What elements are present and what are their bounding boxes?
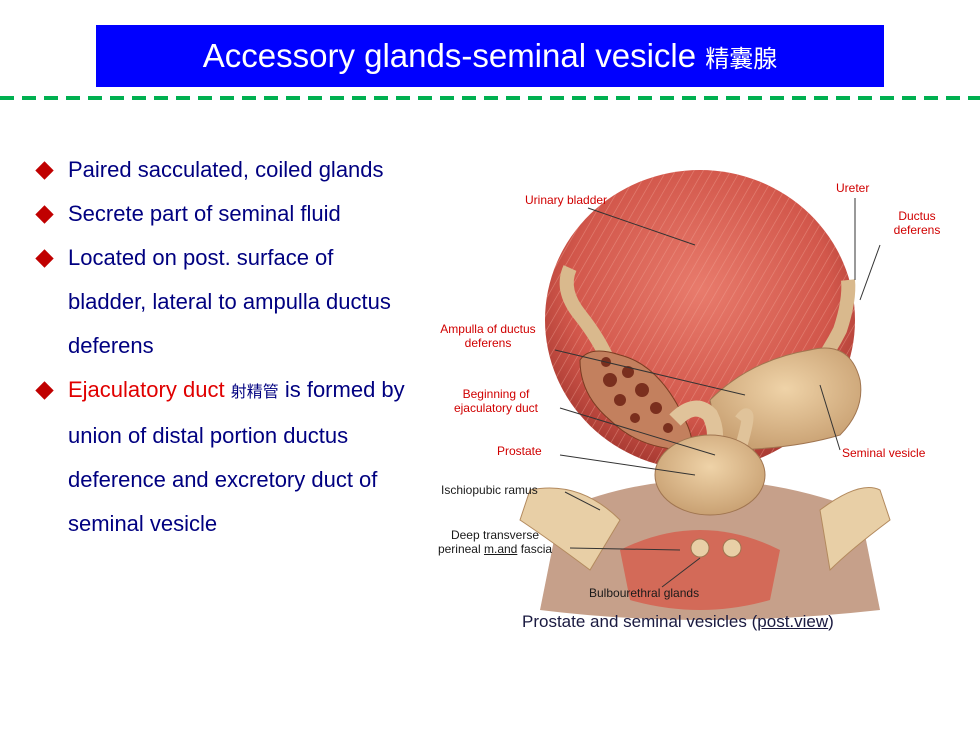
bulbourethral-gland-right-shape [722, 538, 742, 558]
label-bulbourethral-glands: Bulbourethral glands [589, 586, 699, 600]
bullet-item: Paired sacculated, coiled glands [35, 148, 416, 192]
label-prostate: Prostate [497, 444, 542, 458]
label-link-text: m.and [483, 542, 518, 556]
label-text: Prostate [497, 444, 542, 458]
diamond-bullet-icon [35, 205, 54, 224]
anatomy-illustration [519, 170, 891, 620]
highlight-term: Ejaculatory [68, 377, 177, 402]
label-seminal-vesicle: Seminal vesicle [842, 446, 925, 460]
ureter-left-shape [559, 265, 617, 368]
caption-text: ) [828, 612, 834, 631]
bullet-item: Located on post. surface of bladder, lat… [35, 236, 416, 368]
diamond-bullet-icon [35, 249, 54, 268]
bullet-text: duct [182, 377, 225, 402]
cut-section-spots [601, 357, 673, 433]
label-deep-transverse: Deep transverse perineal m.and fascia [425, 528, 565, 556]
bullet-text: Located on post. surface of bladder, lat… [68, 245, 391, 358]
label-text: fascia [520, 542, 553, 556]
cjk-term: 射精管 [230, 382, 279, 401]
prostate-shape [654, 434, 766, 516]
label-text: Ductus deferens [893, 209, 941, 237]
label-beginning-ejaculatory-duct: Beginning of ejaculatory duct [440, 387, 552, 415]
ischiopubic-ramus-right [819, 487, 891, 572]
label-text: Urinary bladder [525, 193, 608, 207]
label-text: Ureter [836, 181, 870, 195]
dashed-divider [0, 96, 980, 100]
figure-caption: Prostate and seminal vesicles (post.view… [522, 612, 834, 632]
bullet-text: Paired sacculated, coiled glands [68, 157, 384, 182]
bullet-text: Secrete part of seminal fluid [68, 201, 341, 226]
title-cjk: 精囊腺 [705, 45, 778, 73]
bullet-item: Ejaculatory duct 射精管 is formed by union … [35, 368, 416, 546]
title-text: Accessory glands-seminal vesicle [202, 37, 697, 74]
label-ischiopubic-ramus: Ischiopubic ramus [441, 483, 538, 497]
label-text: Ampulla of ductus deferens [440, 322, 536, 350]
label-urinary-bladder: Urinary bladder [525, 193, 607, 207]
diamond-bullet-icon [35, 161, 54, 180]
caption-link-text: post.view [757, 612, 829, 631]
bullet-text: is formed by union of distal portion duc… [68, 377, 405, 536]
label-text: Ischiopubic ramus [441, 483, 538, 497]
label-ureter: Ureter [836, 181, 869, 195]
label-text: Bulbourethral glands [589, 586, 700, 600]
label-text: Beginning of ejaculatory duct [453, 387, 539, 415]
label-ductus-deferens: Ductus deferens [880, 209, 954, 237]
ischiopubic-ramus-left [519, 487, 621, 571]
bullet-item: Secrete part of seminal fluid [35, 192, 416, 236]
label-text: Deep transverse [450, 528, 540, 542]
label-text: perineal [437, 542, 481, 556]
caption-text: Prostate and seminal vesicles ( [522, 612, 758, 631]
bulbourethral-gland-left-shape [690, 538, 710, 558]
label-ampulla: Ampulla of ductus deferens [427, 322, 549, 350]
label-text: Seminal vesicle [842, 446, 926, 460]
bullet-list: Paired sacculated, coiled glands Secrete… [35, 148, 416, 546]
diamond-bullet-icon [35, 381, 54, 400]
leader-lines [554, 198, 881, 588]
slide-title: Accessory glands-seminal vesicle 精囊腺 [96, 25, 884, 87]
